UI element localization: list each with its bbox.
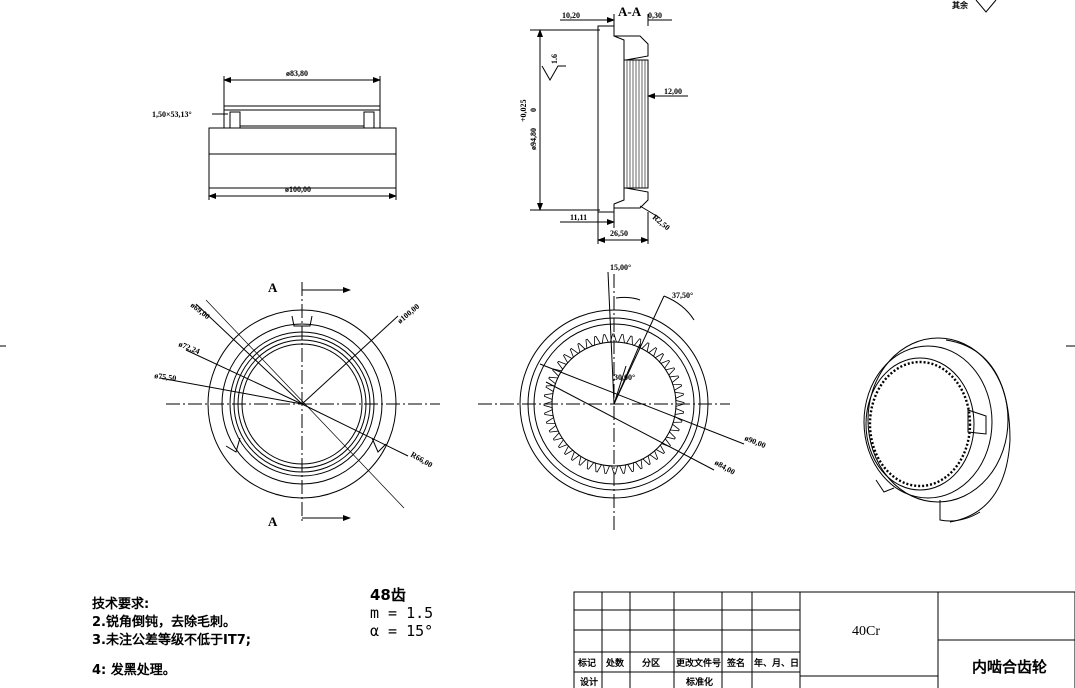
- section-dim-top-left: 10,20: [562, 11, 580, 20]
- gear-params: 48齿 m = 1.5 α = 15°: [370, 586, 433, 640]
- gear-pressure-angle: α = 15°: [370, 622, 434, 640]
- section-bottom-2: 26,50: [610, 229, 628, 238]
- gear-teeth-count: 48齿: [370, 586, 406, 604]
- section-title: A-A: [618, 4, 642, 19]
- top-view: [208, 76, 397, 200]
- tb-part-name: 内啮合齿轮: [972, 658, 1048, 676]
- tb-header-doc: 更改文件号: [676, 659, 722, 669]
- front-view: [159, 282, 440, 524]
- front-radius: R66,00: [409, 450, 434, 470]
- tech-title: 技术要求:: [92, 597, 150, 612]
- gear-angle2: 37,50°: [672, 291, 693, 300]
- section-tolerance-lower: 0: [529, 108, 538, 112]
- section-dim-top-right: 0,30: [648, 11, 662, 20]
- title-block: [573, 591, 1075, 688]
- top-dia-inner: ø83,80: [286, 69, 308, 78]
- tb-header-count: 处数: [606, 659, 625, 669]
- tech-item: 4: 发黑处理。: [92, 663, 176, 678]
- section-bottom-1: 11,11: [570, 213, 587, 222]
- tb-design: 设计: [580, 678, 599, 688]
- tech-requirements: 技术要求: 2.锐角倒钝，去除毛刺。 3.未注公差等级不低于IT7; 4: 发黑…: [92, 596, 251, 680]
- section-view: [530, 14, 688, 244]
- gear-angle3: 30,00°: [614, 373, 635, 382]
- section-width: 12,00: [664, 87, 682, 96]
- tb-material: 40Cr: [852, 624, 880, 639]
- tb-header-mark: 标记: [578, 659, 597, 669]
- gear-angle1: 15,00°: [610, 263, 631, 272]
- gear-view: [478, 271, 745, 530]
- front-d4: ø100,00: [396, 302, 422, 326]
- tb-header-zone: 分区: [642, 659, 661, 669]
- isometric-view: [863, 337, 1011, 523]
- section-mark-bottom: A: [268, 514, 278, 529]
- tb-standard: 标准化: [686, 678, 714, 688]
- roughness-rest-icon: [975, 0, 997, 13]
- section-dia: ø94,80: [529, 128, 538, 150]
- section-radius: R2,50: [651, 213, 672, 233]
- top-dia-outer: ø100,00: [285, 185, 311, 194]
- section-mark-top: A: [268, 280, 278, 295]
- front-d1: ø69,00: [189, 300, 212, 321]
- tb-header-date: 年、月、日: [754, 659, 800, 669]
- tb-header-sign: 签名: [727, 659, 746, 669]
- top-chamfer: 1,50×53,13°: [152, 110, 192, 119]
- front-d2: ø72,24: [177, 340, 201, 357]
- section-roughness: 1.6: [550, 54, 559, 64]
- tech-item: 3.未注公差等级不低于IT7;: [92, 633, 251, 648]
- gear-module: m = 1.5: [370, 604, 434, 622]
- gear-d2: ø84,00: [713, 458, 737, 477]
- tech-item: 2.锐角倒钝，去除毛刺。: [92, 615, 236, 630]
- gear-d1: ø90,00: [743, 434, 767, 451]
- section-tolerance: +0,025: [519, 99, 528, 122]
- roughness-rest-label: 其余: [952, 0, 969, 10]
- front-d3: ø75,50: [154, 371, 177, 383]
